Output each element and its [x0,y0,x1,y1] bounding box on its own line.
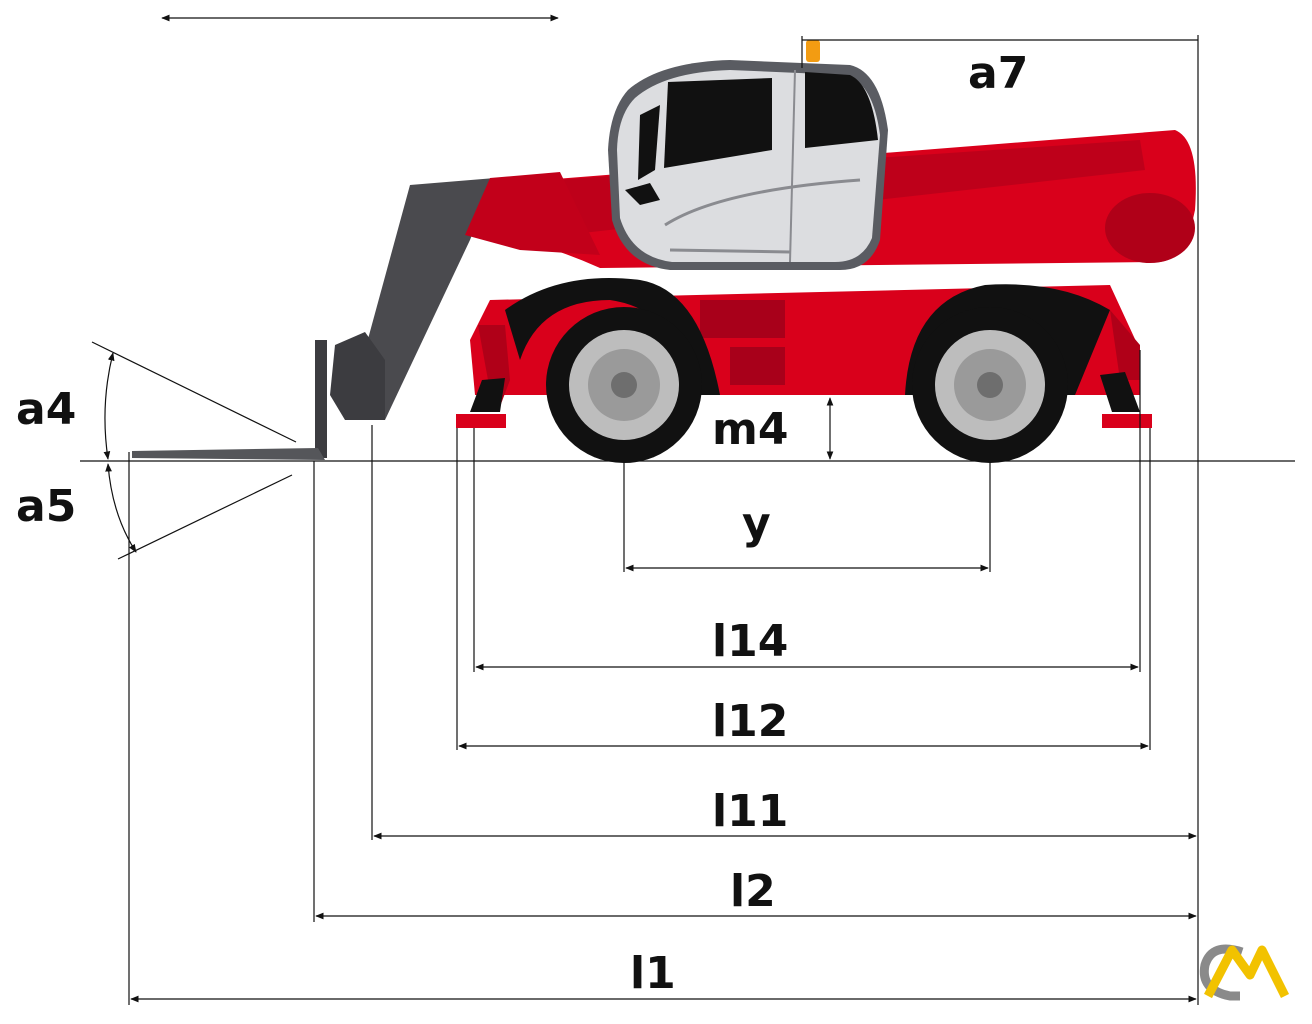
boom-red-sleeve [465,172,600,255]
label-a7: a7 [968,48,1028,99]
label-a5: a5 [16,481,76,532]
telehandler-illustration [132,40,1196,463]
fork-bracket [330,332,385,420]
chassis-panel-2 [730,347,785,385]
cab-trim [664,178,861,227]
dimension-labels: a7 a4 a5 m4 y l14 l12 l11 l2 l1 [16,48,1028,999]
fork-tine [132,448,325,460]
label-y: y [742,498,771,549]
boom-pivot [1105,193,1195,263]
logo-icon [1199,944,1290,1001]
label-l12: l12 [712,696,788,747]
label-l11: l11 [712,786,788,837]
dimension-lines [80,14,1295,1005]
stabilizer-rear-pad [1102,414,1152,428]
stabilizer-rear-leg [1100,372,1140,412]
stabilizer-rear [1110,310,1140,380]
label-a4: a4 [16,384,76,435]
cab-window-front [664,78,772,168]
chassis-panel-1 [700,300,785,338]
stabilizer-front-pad [456,414,506,428]
fork-carriage [315,340,327,458]
cab-trim-2 [669,248,791,254]
a4-angle-ray [91,341,297,443]
cab-door-seam [789,69,796,263]
a5-angle-arc [105,463,137,553]
cab-mirror [625,183,660,205]
label-l2: l2 [730,866,776,917]
a4-angle-arc [103,352,115,460]
label-l1: l1 [630,948,676,999]
mudguard-front [505,278,720,395]
cab-window-rear [805,72,878,148]
label-l14: l14 [712,616,788,667]
stabilizer-front-leg [470,378,505,412]
front-wheel [546,307,702,463]
boom-extension [360,178,495,420]
beacon-icon [806,40,820,62]
label-m4: m4 [712,404,788,455]
a5-angle-ray [117,474,293,560]
rear-wheel [912,307,1068,463]
cab-window-side [638,105,660,180]
